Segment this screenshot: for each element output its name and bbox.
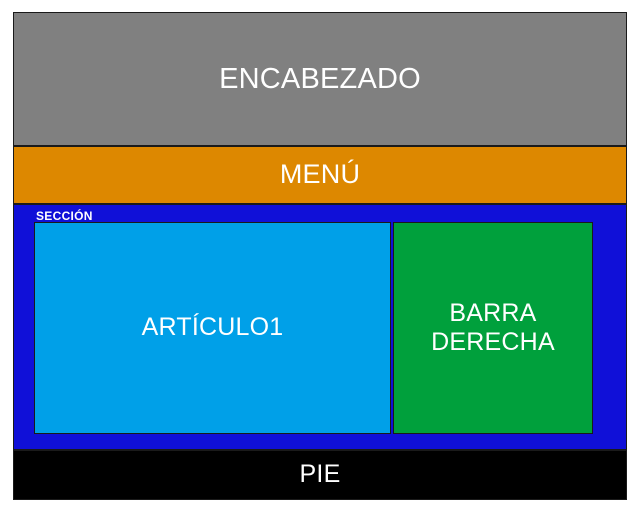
header-label: ENCABEZADO [219,62,421,95]
menu-block: MENÚ [13,146,627,204]
article-label: ARTÍCULO1 [141,313,284,342]
rightbar-label-line1: BARRA [449,298,537,327]
footer-block: PIE [13,450,627,500]
rightbar-label-line2: DERECHA [431,328,555,356]
section-label: SECCIÓN [36,209,93,223]
footer-label: PIE [299,460,341,489]
rightbar-block: BARRA DERECHA [393,222,593,434]
layout-diagram: ENCABEZADO MENÚ SECCIÓN ARTÍCULO1 BARRA … [13,12,627,500]
article-block: ARTÍCULO1 [34,222,391,434]
section-block: SECCIÓN ARTÍCULO1 BARRA DERECHA [13,204,627,450]
menu-label: MENÚ [279,159,361,190]
header-block: ENCABEZADO [13,12,627,146]
